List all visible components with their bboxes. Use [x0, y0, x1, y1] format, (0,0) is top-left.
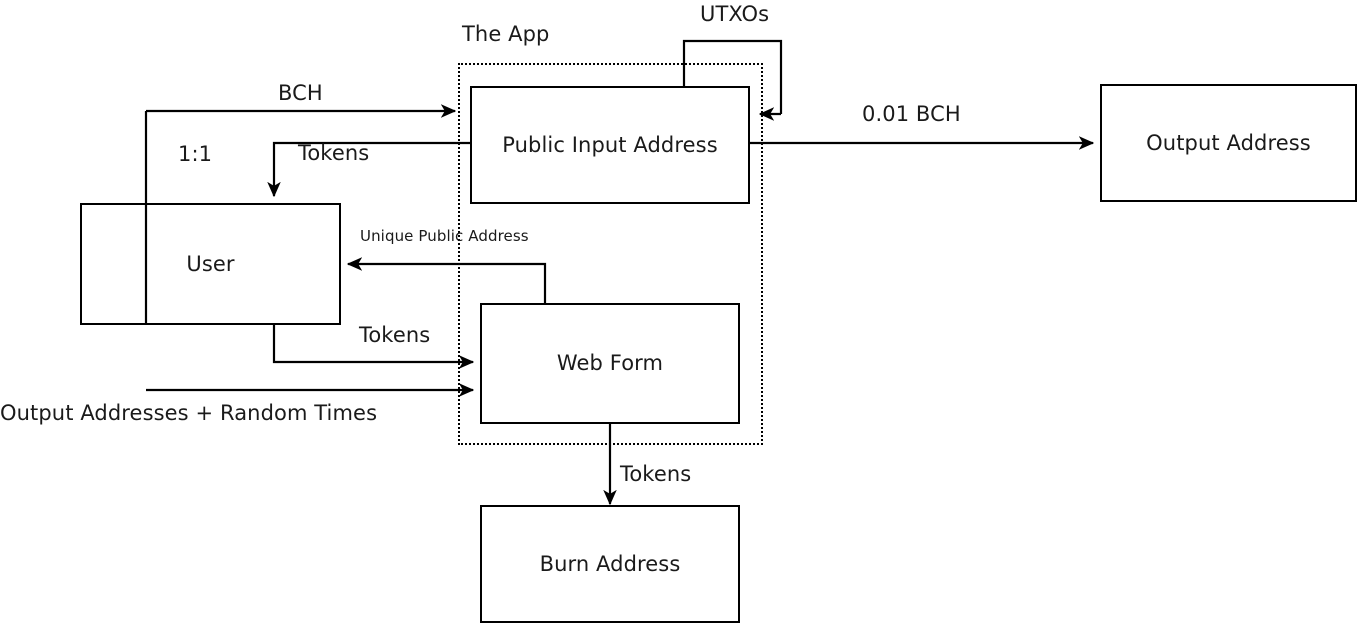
edge-label-tokens-to-web-form: Tokens — [359, 323, 431, 347]
node-public-input-address-label: Public Input Address — [502, 132, 718, 157]
edge-label-payout: 0.01 BCH — [862, 102, 961, 126]
node-burn-address[interactable]: Burn Address — [480, 505, 740, 623]
edge-tokens-to-web-form — [272, 325, 475, 369]
edge-unique-public-address — [346, 257, 547, 303]
node-burn-address-label: Burn Address — [539, 551, 681, 576]
node-user[interactable]: User — [80, 203, 341, 325]
node-output-address[interactable]: Output Address — [1100, 84, 1357, 202]
node-output-address-label: Output Address — [1146, 130, 1311, 155]
node-web-form[interactable]: Web Form — [480, 303, 740, 424]
node-user-label: User — [186, 251, 235, 276]
edge-tokens-to-user — [267, 141, 470, 198]
edge-label-bch: BCH — [278, 81, 323, 105]
the-app-group-frame — [458, 63, 763, 445]
node-web-form-label: Web Form — [556, 351, 664, 375]
edge-label-tokens-to-user: Tokens — [298, 141, 370, 165]
edge-label-utxos: UTXOs — [700, 2, 770, 26]
the-app-group-title: The App — [462, 22, 550, 46]
edge-label-tokens-to-burn: Tokens — [620, 462, 692, 486]
edge-label-unique-public-address: Unique Public Address — [360, 227, 529, 245]
edge-label-ratio: 1:1 — [178, 142, 213, 166]
edge-label-output-addresses-random-times: Output Addresses + Random Times — [0, 401, 378, 425]
node-public-input-address[interactable]: Public Input Address — [470, 86, 750, 204]
